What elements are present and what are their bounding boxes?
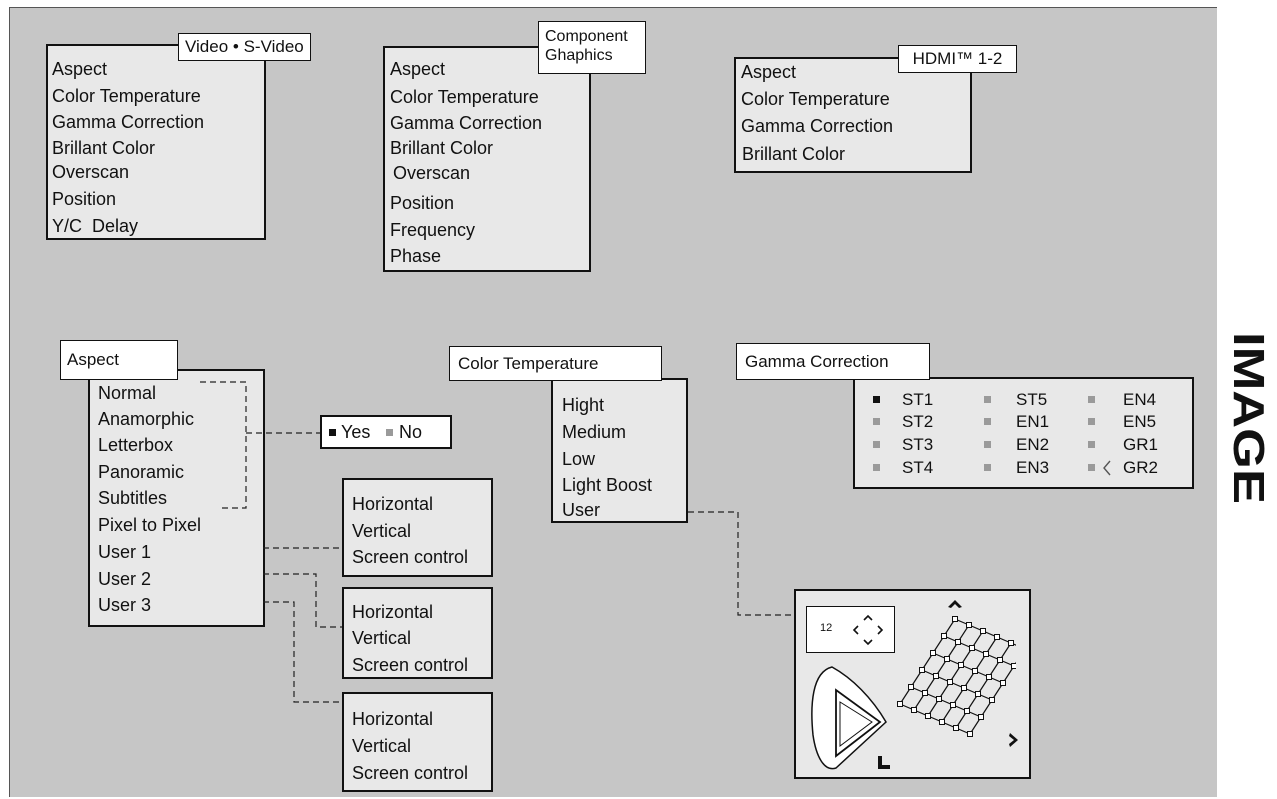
user2-horizontal[interactable]: Horizontal	[352, 602, 434, 622]
component-item-frequency[interactable]: Frequency	[390, 220, 476, 240]
gamma-tab[interactable]: Gamma Correction	[736, 343, 930, 380]
up-arrow-icon[interactable]	[946, 598, 964, 610]
aspect-item-normal[interactable]: Normal	[98, 383, 157, 403]
user1-horizontal[interactable]: Horizontal	[352, 494, 434, 514]
aspect-item-pixel-to-pixel[interactable]: Pixel to Pixel	[98, 515, 202, 535]
user1-vertical[interactable]: Vertical	[352, 521, 412, 541]
gamma-en2-indicator-icon	[984, 441, 991, 448]
section-title: IMAGE	[1212, 330, 1277, 505]
user3-screen-control[interactable]: Screen control	[352, 763, 469, 783]
aspect-menu-tab[interactable]: Aspect	[60, 340, 178, 380]
video-item-overscan[interactable]: Overscan	[52, 162, 130, 182]
gamma-gr1-indicator-icon	[1088, 441, 1095, 448]
sidebar-strip	[1217, 18, 1277, 790]
color-temp-item-medium[interactable]: Medium	[562, 422, 627, 442]
hdmi-menu-tab[interactable]: HDMI™ 1-2	[898, 45, 1017, 73]
gamma-en2[interactable]: EN2	[1016, 435, 1050, 454]
hdmi-item-brillant-color[interactable]: Brillant Color	[742, 144, 846, 164]
aspect-item-letterbox[interactable]: Letterbox	[98, 435, 174, 455]
gamma-en4[interactable]: EN4	[1123, 390, 1157, 409]
section-title-text: IMAGE	[1224, 332, 1273, 504]
gamma-menu	[853, 377, 1194, 489]
hdmi-menu	[734, 57, 972, 173]
direction-arrows-icon	[852, 614, 884, 646]
hdmi-item-gamma-correction[interactable]: Gamma Correction	[741, 116, 894, 136]
video-menu	[46, 44, 266, 240]
right-arrow-icon[interactable]	[1007, 731, 1021, 749]
gamma-en5-indicator-icon	[1088, 418, 1095, 425]
yes-option[interactable]: Yes	[341, 422, 371, 442]
aspect-item-anamorphic[interactable]: Anamorphic	[98, 409, 195, 429]
component-item-color-temperature[interactable]: Color Temperature	[390, 87, 539, 107]
aspect-item-subtitles[interactable]: Subtitles	[98, 488, 168, 508]
gamma-en3-indicator-icon	[984, 464, 991, 471]
gamma-st5-indicator-icon	[984, 396, 991, 403]
user1-screen-control[interactable]: Screen control	[352, 547, 469, 567]
user3-box	[342, 692, 493, 792]
gamma-st2-indicator-icon	[873, 418, 880, 425]
yes-indicator-icon	[329, 429, 336, 436]
no-indicator-icon	[386, 429, 393, 436]
user2-vertical[interactable]: Vertical	[352, 628, 412, 648]
component-menu-tab[interactable]: Component Ghaphics	[538, 21, 646, 74]
video-item-color-temperature[interactable]: Color Temperature	[52, 86, 201, 106]
video-item-brillant-color[interactable]: Brillant Color	[52, 138, 156, 158]
video-item-aspect[interactable]: Aspect	[52, 59, 108, 79]
color-temp-item-low[interactable]: Low	[562, 449, 596, 469]
component-menu	[383, 46, 591, 272]
gamma-gr2-indicator-icon	[1088, 464, 1095, 471]
video-item-gamma-correction[interactable]: Gamma Correction	[52, 112, 205, 132]
user3-vertical[interactable]: Vertical	[352, 736, 412, 756]
aspect-item-user-1[interactable]: User 1	[98, 542, 152, 562]
user2-box	[342, 587, 493, 679]
gamma-en3[interactable]: EN3	[1016, 458, 1050, 477]
component-item-gamma-correction[interactable]: Gamma Correction	[390, 113, 543, 133]
counter-box[interactable]	[806, 606, 895, 653]
color-temp-tab[interactable]: Color Temperature	[449, 346, 662, 381]
chevron-left-icon	[1103, 460, 1111, 476]
hdmi-item-aspect[interactable]: Aspect	[741, 62, 797, 82]
video-item-position[interactable]: Position	[52, 189, 117, 209]
gamma-st3-indicator-icon	[873, 441, 880, 448]
gamma-st4-indicator-icon	[873, 464, 880, 471]
aspect-item-user-3[interactable]: User 3	[98, 595, 152, 615]
aspect-item-user-2[interactable]: User 2	[98, 569, 152, 589]
color-temp-item-hight[interactable]: Hight	[562, 395, 605, 415]
color-gamut-icon	[811, 666, 887, 770]
user3-horizontal[interactable]: Horizontal	[352, 709, 434, 729]
gamma-st5[interactable]: ST5	[1016, 390, 1048, 409]
component-item-phase[interactable]: Phase	[390, 246, 442, 266]
gamma-st1-indicator-icon	[873, 396, 880, 403]
gamma-st1[interactable]: ST1	[902, 390, 934, 409]
user1-box	[342, 478, 493, 577]
user2-screen-control[interactable]: Screen control	[352, 655, 469, 675]
component-tab-line1: Component	[545, 28, 628, 45]
gamma-st3[interactable]: ST3	[902, 435, 934, 454]
component-tab-line2: Ghaphics	[545, 47, 613, 64]
gamma-en4-indicator-icon	[1088, 396, 1095, 403]
corner-marker-icon[interactable]	[876, 754, 892, 770]
no-option[interactable]: No	[399, 422, 423, 442]
gamma-gr1[interactable]: GR1	[1123, 435, 1158, 454]
hdmi-item-color-temperature[interactable]: Color Temperature	[741, 89, 890, 109]
gamma-en5[interactable]: EN5	[1123, 412, 1157, 431]
component-item-aspect[interactable]: Aspect	[390, 59, 446, 79]
video-item-yc-delay[interactable]: Y/C Delay	[52, 216, 139, 236]
gamma-en1[interactable]: EN1	[1016, 412, 1050, 431]
video-menu-tab[interactable]: Video • S-Video	[178, 33, 311, 61]
gamma-st4[interactable]: ST4	[902, 458, 934, 477]
counter-value: 12	[820, 622, 833, 634]
color-temp-item-light-boost[interactable]: Light Boost	[562, 475, 653, 495]
gamma-st2[interactable]: ST2	[902, 412, 934, 431]
component-item-position[interactable]: Position	[390, 193, 455, 213]
gamma-gr2[interactable]: GR2	[1123, 458, 1158, 477]
gamma-en1-indicator-icon	[984, 418, 991, 425]
color-temp-item-user[interactable]: User	[562, 500, 601, 520]
aspect-item-panoramic[interactable]: Panoramic	[98, 462, 185, 482]
component-item-overscan[interactable]: Overscan	[393, 163, 471, 183]
warp-grid-icon	[897, 616, 1016, 737]
component-item-brillant-color[interactable]: Brillant Color	[390, 138, 494, 158]
